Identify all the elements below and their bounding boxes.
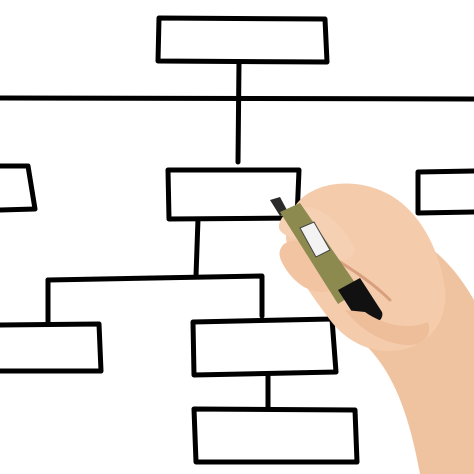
curled-fingers: [345, 310, 430, 345]
marker-label: [299, 221, 331, 258]
lower-left-box: [0, 321, 104, 374]
sub-branch-line: [45, 273, 265, 319]
top-connector-line: [235, 59, 242, 165]
bottom-box: [191, 406, 360, 465]
left-partial-box: [0, 163, 38, 213]
lower-middle-box: [190, 316, 339, 378]
marker-cap: [338, 278, 383, 324]
right-partial-box: [415, 168, 474, 216]
top-box: [155, 15, 330, 65]
hand-with-marker: [270, 183, 474, 474]
marker-pen: [270, 197, 383, 324]
middle-connector-line: [193, 216, 201, 279]
horizontal-branch-line: [0, 95, 474, 102]
